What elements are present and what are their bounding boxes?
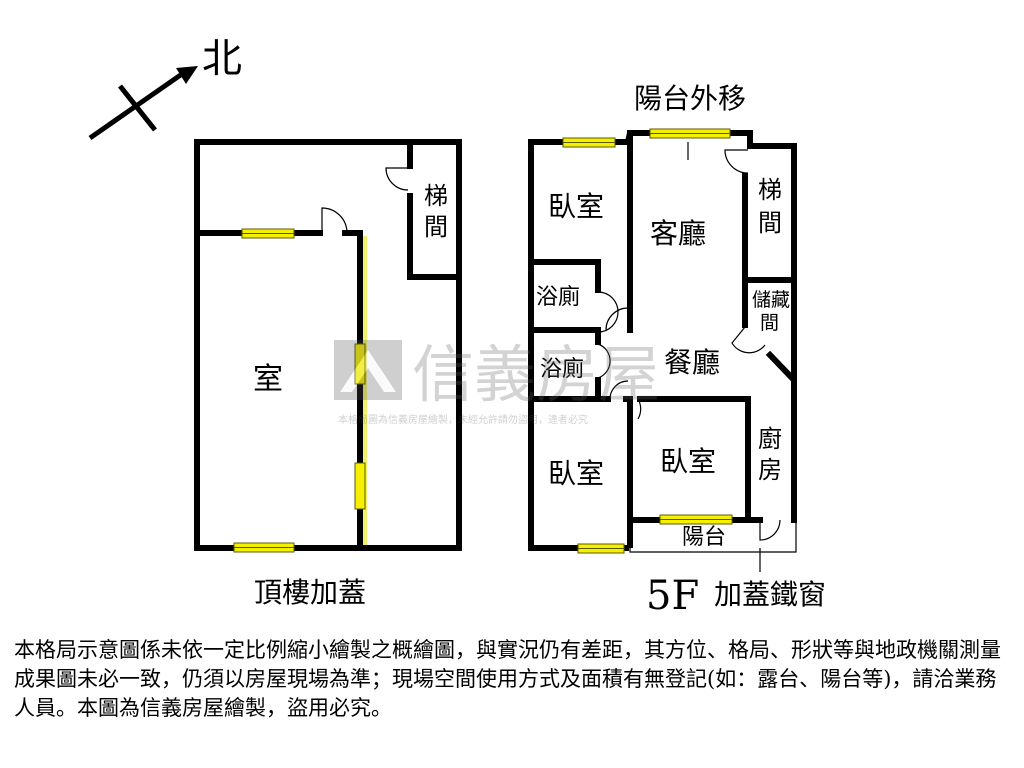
north-label: 北 xyxy=(202,36,242,82)
watermark: 信義房屋 本格局圖為信義房屋繪製，未經允許請勿盜用，違者必究 xyxy=(334,338,660,426)
door-swing xyxy=(724,149,749,174)
5f-balcony-outline xyxy=(629,520,797,553)
5f-interior-wall xyxy=(623,396,633,548)
room-label-bath: 浴廁 xyxy=(540,357,584,382)
roof-wall-highlight xyxy=(363,236,367,545)
5f-bedroom-wall xyxy=(637,396,751,523)
room-label-storage: 儲藏 xyxy=(752,289,790,311)
iron-window-note: 加蓋鐵窗 xyxy=(714,578,826,611)
door-swing xyxy=(321,207,348,234)
roof-stair-wall xyxy=(407,193,462,280)
door-swing xyxy=(385,167,409,191)
room-label-main: 室 xyxy=(253,362,283,397)
room-label-kitchen: 房 xyxy=(758,456,782,484)
room-label-bedroom: 臥室 xyxy=(660,445,716,478)
5f-bath-wall xyxy=(528,327,601,345)
watermark-logo xyxy=(334,340,402,400)
roof-outer-wall xyxy=(194,139,462,551)
room-label-balcony: 陽台 xyxy=(682,525,726,550)
fifth-floor-plan: 陽台外移 臥室 客廳 梯 間 儲藏 間 浴廁 浴廁 餐廳 廚 房 臥室 臥室 陽… xyxy=(528,82,826,619)
door-swing xyxy=(731,326,766,354)
room-label-bedroom: 臥室 xyxy=(548,457,604,490)
room-label-stair: 間 xyxy=(424,213,448,241)
floor-plan-drawing: 北 室 梯 間 頂樓加蓋 xyxy=(88,36,826,619)
door-swing xyxy=(609,380,629,400)
compass-arrow-head xyxy=(176,66,198,84)
compass: 北 xyxy=(88,36,242,141)
roof-plan-caption: 頂樓加蓋 xyxy=(254,576,366,609)
room-label-bath: 浴廁 xyxy=(536,285,580,310)
room-label-stair: 間 xyxy=(758,209,782,237)
floor-label: 5F xyxy=(646,573,699,619)
door-swing xyxy=(605,307,629,331)
compass-cross-bar xyxy=(118,84,157,132)
room-label-living: 客廳 xyxy=(650,217,706,250)
door-swing xyxy=(759,519,781,541)
watermark-notice: 本格局圖為信義房屋繪製，未經允許請勿盜用，違者必究 xyxy=(338,413,588,426)
roof-plan: 室 梯 間 頂樓加蓋 xyxy=(194,139,462,609)
roof-interior-wall xyxy=(342,230,363,551)
disclaimer-text: 本格局示意圖係未依一定比例縮小繪製之概繪圖，與實況仍有差距，其方位、格局、形狀等… xyxy=(14,638,1001,720)
room-label-stair: 梯 xyxy=(424,182,448,210)
5f-bath-wall xyxy=(528,259,601,293)
room-label-dining: 餐廳 xyxy=(664,346,720,379)
window xyxy=(354,343,366,385)
door-swing xyxy=(597,343,611,379)
balcony-moved-note: 陽台外移 xyxy=(634,82,746,115)
door-swing xyxy=(597,291,619,333)
room-label-storage: 間 xyxy=(760,312,779,334)
room-label-bedroom: 臥室 xyxy=(548,190,604,223)
room-label-kitchen: 廚 xyxy=(758,425,782,453)
door-swing xyxy=(637,398,642,420)
room-label-stair: 梯 xyxy=(758,176,782,204)
watermark-brand: 信義房屋 xyxy=(412,338,660,411)
window xyxy=(354,462,366,510)
